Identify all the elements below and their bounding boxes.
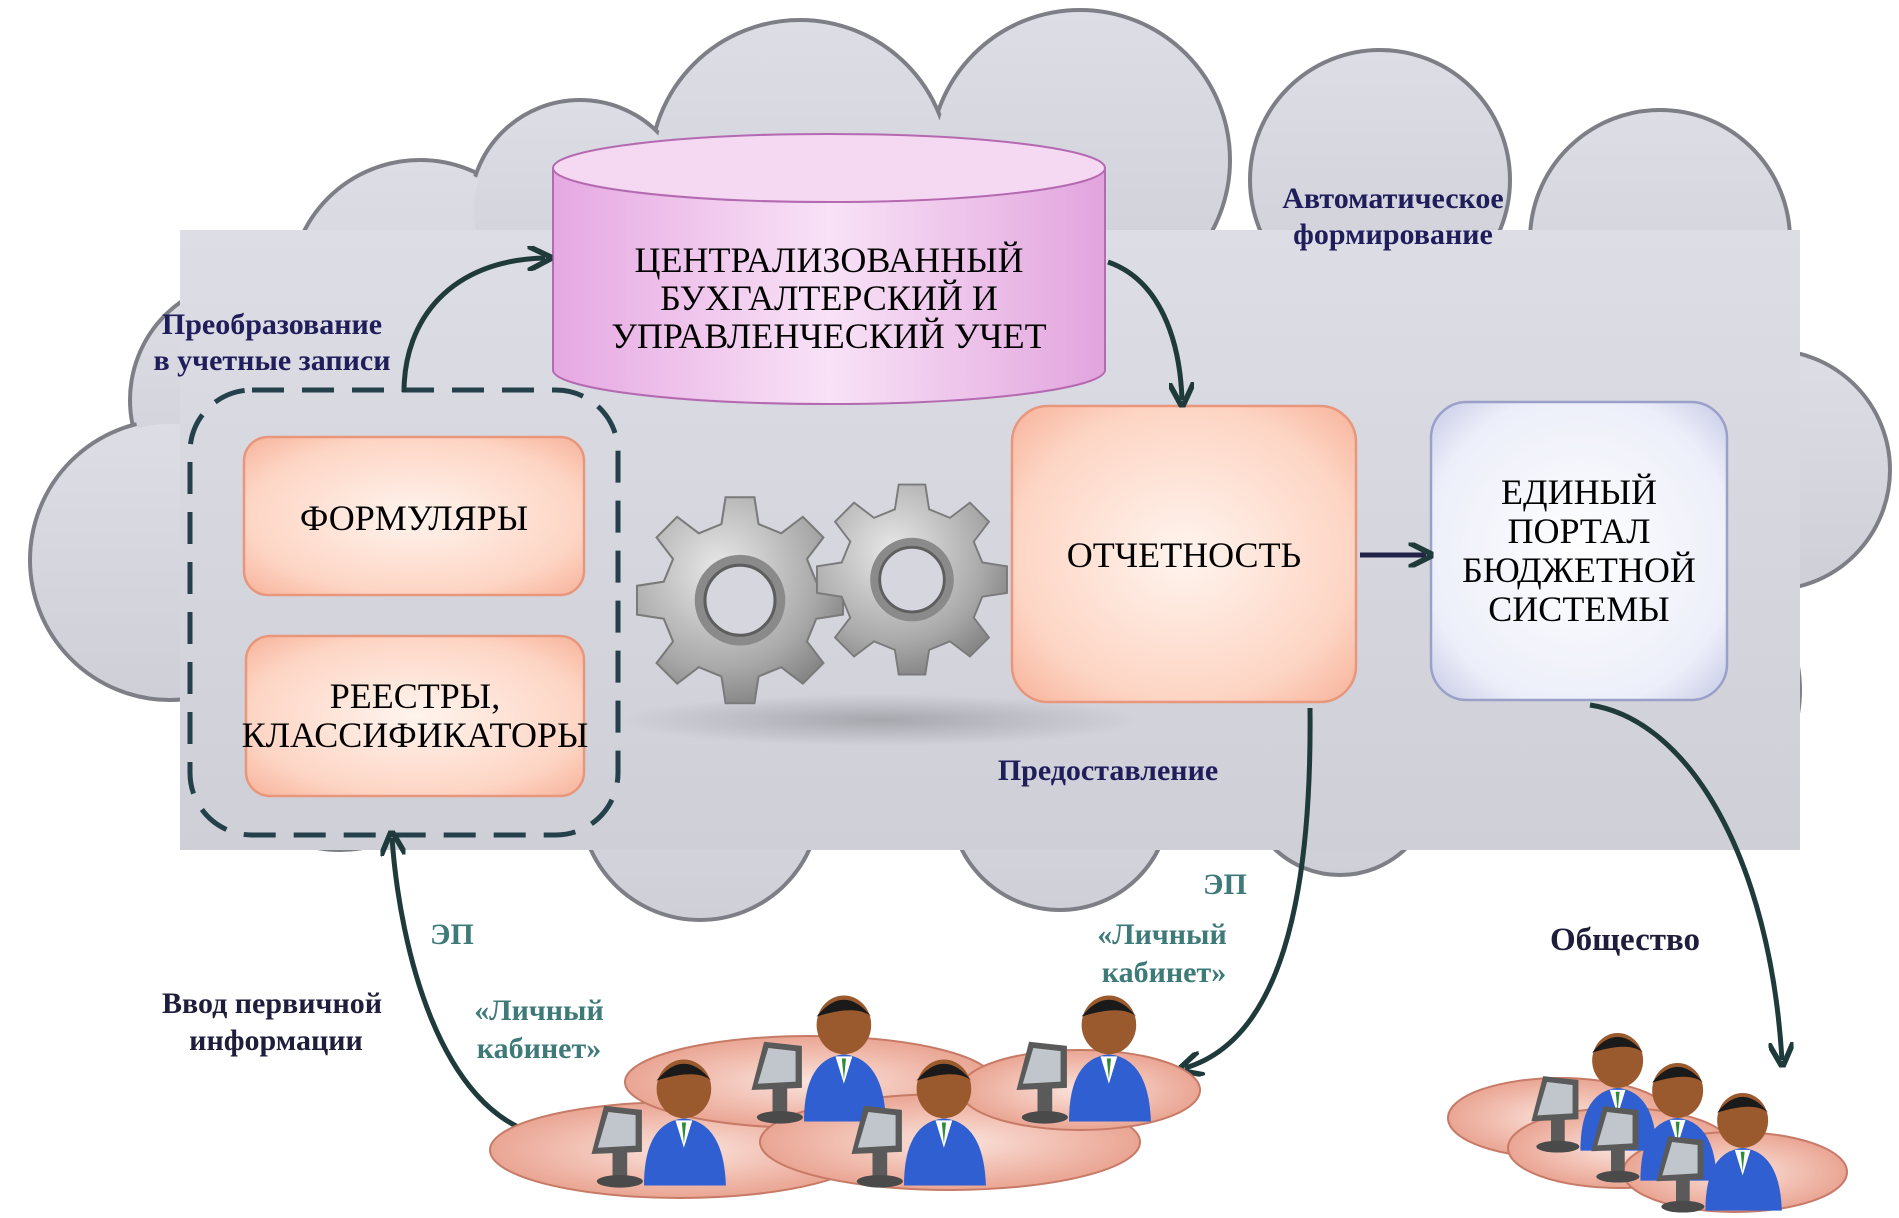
- flow-arrows: [392, 258, 1782, 1138]
- registers-box: РЕЕСТРЫ, КЛАССИФИКАТОРЫ: [242, 634, 589, 798]
- arrow-to-reporting: [1107, 259, 1182, 400]
- arrow-to-society: [1589, 702, 1782, 1060]
- database-line-2: БУХГАЛТЕРСКИЙ И: [660, 278, 998, 318]
- input-label-1: Ввод первичной: [162, 987, 382, 1020]
- auto-label-1: Автоматическое: [1282, 182, 1503, 215]
- reporting-label: ОТЧЕТНОСТЬ: [1067, 535, 1301, 575]
- annotation-labels: Преобразование в учетные записи Автомати…: [153, 182, 1700, 1065]
- provide-label: Предоставление: [998, 754, 1218, 787]
- arrow-to-database: [401, 258, 545, 393]
- cabinet-left-label-1: «Личный: [474, 994, 604, 1027]
- portal-line-3: БЮДЖЕТНОЙ: [1462, 550, 1696, 590]
- input-label-2: информации: [189, 1024, 363, 1057]
- arrow-input: [392, 838, 541, 1138]
- database-cylinder: ЦЕНТРАЛИЗОВАННЫЙ БУХГАЛТЕРСКИЙ И УПРАВЛЕ…: [552, 133, 1106, 405]
- users-society-group: [1447, 1033, 1848, 1213]
- auto-label-2: формирование: [1293, 218, 1493, 251]
- transform-label-1: Преобразование: [162, 308, 382, 341]
- cabinet-right-label-1: «Личный: [1097, 918, 1227, 951]
- ep-right-label: ЭП: [1203, 868, 1247, 901]
- database-line-1: ЦЕНТРАЛИЗОВАННЫЙ: [635, 240, 1024, 280]
- users-left-group: [489, 995, 1201, 1199]
- arrow-to-cabinet: [1185, 707, 1313, 1068]
- portal-box: ЕДИНЫЙ ПОРТАЛ БЮДЖЕТНОЙ СИСТЕМЫ: [1429, 400, 1729, 702]
- forms-label: ФОРМУЛЯРЫ: [300, 498, 528, 538]
- reporting-box: ОТЧЕТНОСТЬ: [1010, 404, 1358, 704]
- cabinet-left-label-2: кабинет»: [477, 1032, 601, 1065]
- portal-line-4: СИСТЕМЫ: [1488, 589, 1669, 629]
- database-line-3: УПРАВЛЕНЧЕСКИЙ УЧЕТ: [611, 316, 1046, 356]
- ep-left-label: ЭП: [430, 918, 474, 951]
- forms-box: ФОРМУЛЯРЫ: [242, 435, 586, 597]
- society-label: Общество: [1550, 922, 1700, 958]
- transform-label-2: в учетные записи: [153, 344, 390, 377]
- registers-line-2: КЛАССИФИКАТОРЫ: [242, 715, 589, 755]
- portal-line-1: ЕДИНЫЙ: [1501, 472, 1657, 512]
- cabinet-right-label-2: кабинет»: [1102, 956, 1226, 989]
- portal-line-2: ПОРТАЛ: [1507, 511, 1650, 551]
- gears-graphic: [620, 483, 1140, 746]
- registers-line-1: РЕЕСТРЫ,: [330, 676, 500, 716]
